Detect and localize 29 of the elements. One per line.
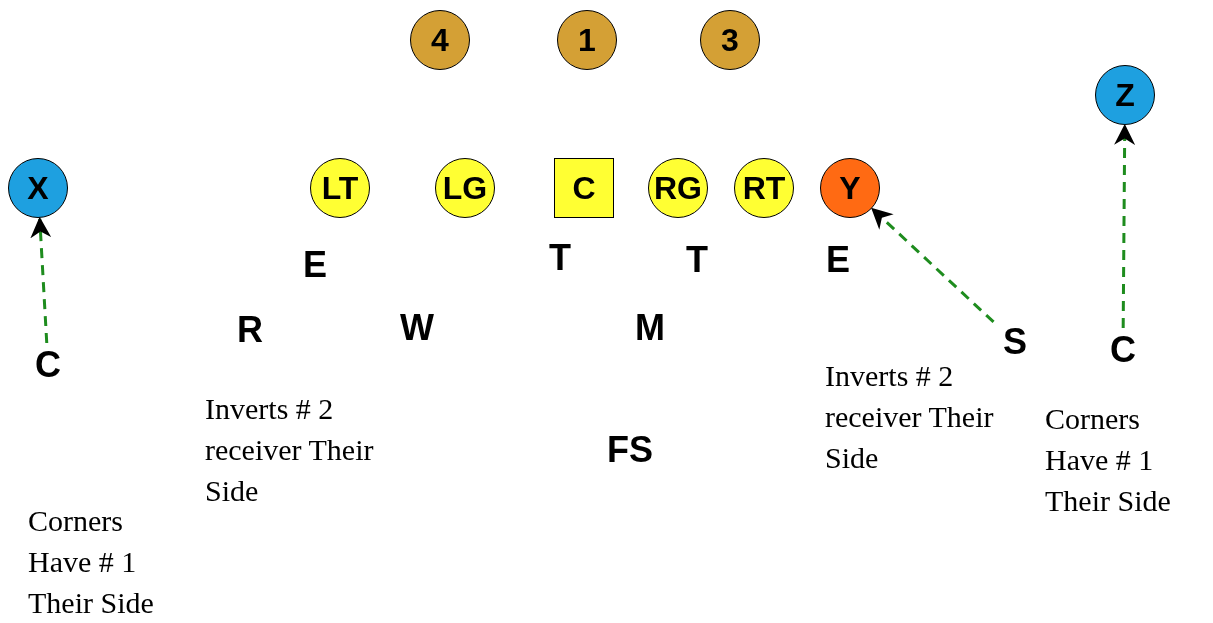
position-letter: E (825, 240, 851, 280)
player-circle: 4 (410, 10, 470, 70)
player-circle: Z (1095, 65, 1155, 125)
player-square: C (554, 158, 614, 218)
player-circle: LT (310, 158, 370, 218)
position-letter: C (1103, 330, 1143, 370)
player-circle: X (8, 158, 68, 218)
position-letter: T (548, 238, 572, 278)
player-circle: 3 (700, 10, 760, 70)
arrow (30, 216, 52, 344)
position-letter: T (685, 240, 709, 280)
position-letter: E (302, 245, 328, 285)
assignment-note: Inverts # 2 receiver Their Side (825, 358, 995, 476)
arrow (1114, 123, 1136, 328)
player-circle: RG (648, 158, 708, 218)
assignment-note: Corners Have # 1 Their Side (1045, 401, 1172, 519)
player-circle: LG (435, 158, 495, 218)
player-circle: Y (820, 158, 880, 218)
position-letter: S (995, 322, 1035, 362)
position-letter: M (634, 308, 666, 348)
position-letter: W (399, 308, 435, 348)
arrow (871, 207, 995, 324)
assignment-note: Inverts # 2 receiver Their Side (205, 391, 375, 509)
assignment-note: Corners Have # 1 Their Side (28, 503, 155, 621)
position-letter: R (236, 310, 264, 350)
player-circle: RT (734, 158, 794, 218)
player-circle: 1 (557, 10, 617, 70)
position-letter: C (28, 345, 68, 385)
position-letter: FS (606, 430, 654, 470)
